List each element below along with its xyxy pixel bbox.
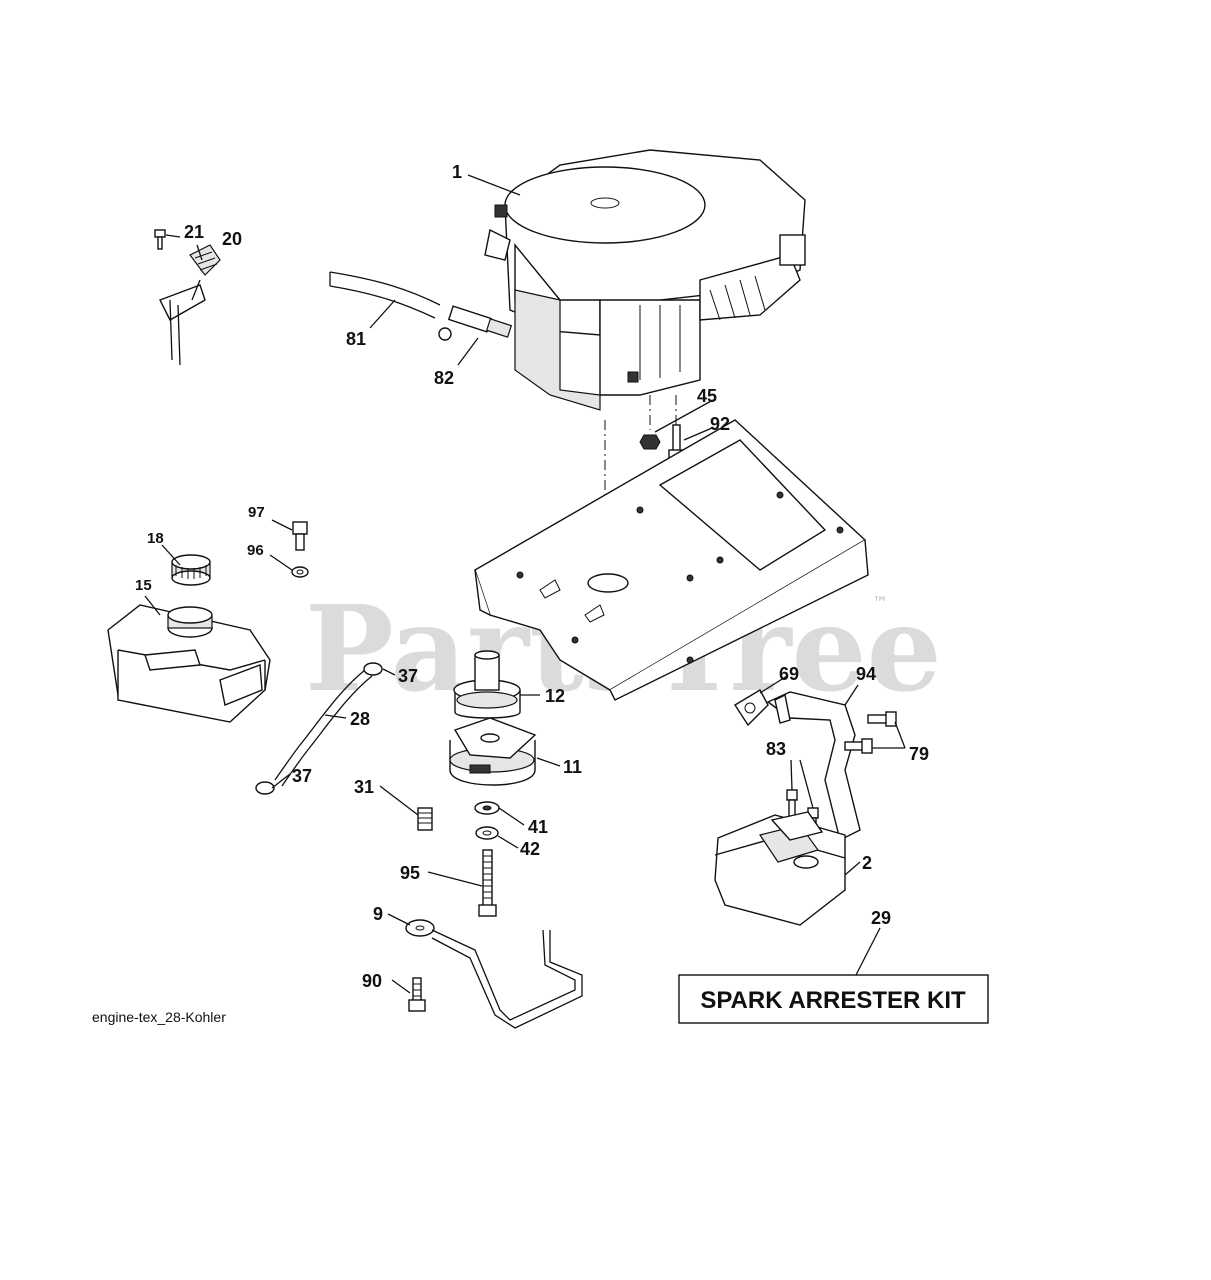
callout-2: 2 [862, 853, 872, 873]
fuel-line-part-81 [329, 271, 441, 319]
spark-arrester-kit-box: SPARK ARRESTER KIT [678, 974, 989, 1024]
throttle-control-part-20 [159, 244, 221, 366]
callout-97: 97 [248, 504, 265, 521]
callout-11: 11 [563, 757, 582, 777]
callout-29: 29 [871, 908, 891, 928]
bolt-part-95 [478, 849, 497, 917]
callout-37-lower: 37 [292, 766, 312, 786]
callout-28: 28 [350, 709, 370, 729]
callout-labels: 1 21 20 81 82 45 92 97 96 18 15 37 28 37… [135, 162, 929, 991]
muffler-part-2 [714, 811, 846, 926]
callout-37-upper: 37 [398, 666, 418, 686]
screw-part-79-upper [867, 711, 897, 727]
leader-lines [144, 174, 906, 994]
callout-42: 42 [520, 839, 540, 859]
fuel-tank-part-15 [107, 604, 271, 723]
callout-15: 15 [135, 577, 152, 594]
fuel-cap-part-18 [171, 554, 211, 586]
spark-arrester-kit-label: SPARK ARRESTER KIT [700, 987, 966, 1014]
callout-18: 18 [147, 530, 164, 547]
callout-41: 41 [528, 817, 548, 837]
callout-94: 94 [856, 664, 876, 684]
callout-90: 90 [362, 971, 382, 991]
engine-illustration [484, 149, 806, 411]
callout-31: 31 [354, 777, 374, 797]
callout-83: 83 [766, 739, 786, 759]
callout-21: 21 [184, 222, 204, 242]
screw-part-21 [154, 229, 166, 250]
spacer-part-31 [417, 807, 433, 831]
chassis-frame [474, 419, 869, 701]
callout-95: 95 [400, 863, 420, 883]
fuel-filter-part-82 [438, 305, 513, 341]
drawing-code: engine-tex_28-Kohler [92, 1009, 226, 1025]
screw-part-79-lower [844, 738, 873, 754]
bolt-part-97 [292, 521, 308, 551]
exhaust-pipe-part-94 [766, 691, 861, 842]
electric-clutch-part-11 [449, 717, 537, 786]
callout-92: 92 [710, 414, 730, 434]
rod-part-9 [405, 919, 583, 1029]
gasket-part-69 [734, 689, 769, 727]
callout-1: 1 [452, 162, 462, 182]
callout-79: 79 [909, 744, 929, 764]
hose-clamp-part-37-upper [363, 662, 383, 676]
callout-20: 20 [222, 229, 242, 249]
callout-81: 81 [346, 329, 366, 349]
pulley-part-12 [453, 650, 521, 719]
hose-clamp-part-37-lower [255, 781, 275, 795]
washer-part-96 [291, 566, 309, 578]
callout-82: 82 [434, 368, 454, 388]
callout-45: 45 [697, 386, 717, 406]
callout-9: 9 [373, 904, 383, 924]
trademark-symbol: ™ [872, 593, 888, 612]
bolt-part-90 [408, 977, 426, 1012]
nut-part-45 [639, 434, 661, 450]
callout-69: 69 [779, 664, 799, 684]
callout-96: 96 [247, 542, 264, 559]
callout-12: 12 [545, 686, 565, 706]
washer-part-42 [475, 826, 499, 840]
washer-part-41 [474, 801, 500, 815]
